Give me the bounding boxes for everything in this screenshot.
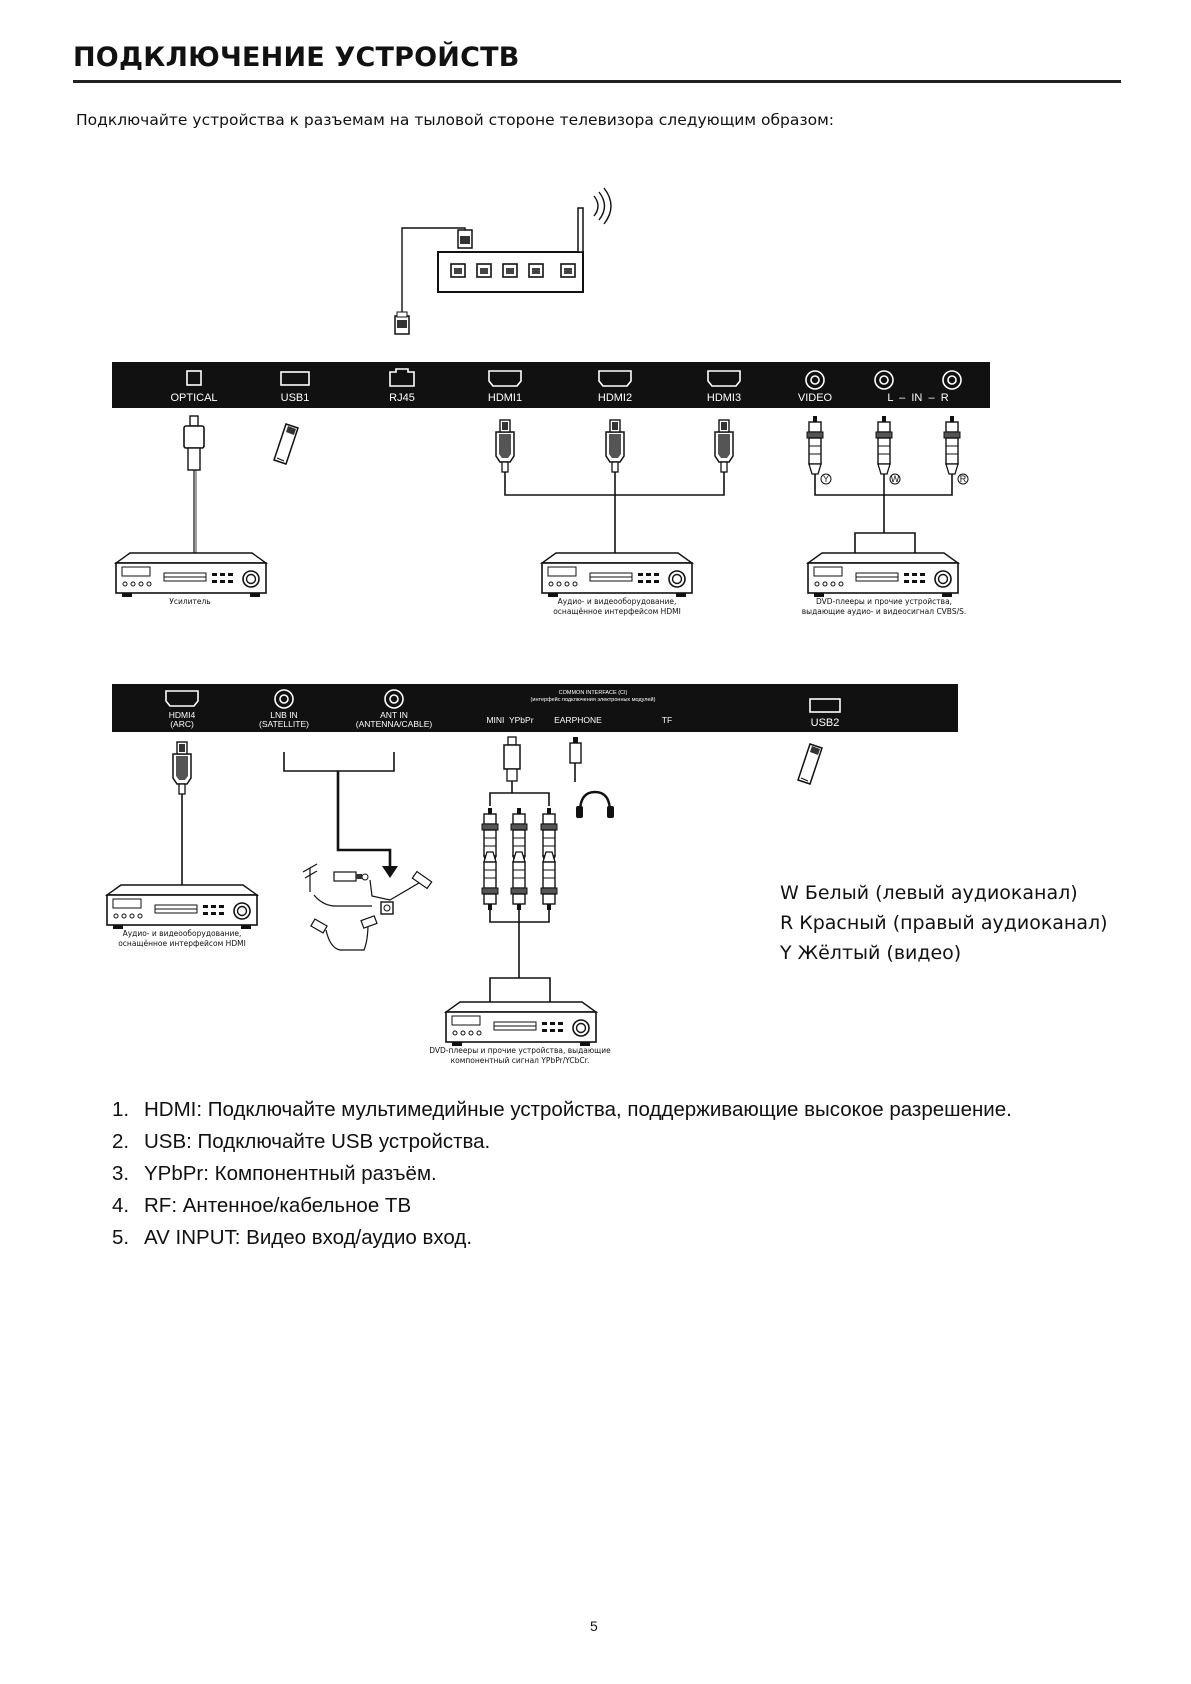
hdmi2-port: HDMI2 — [598, 370, 632, 404]
svg-text:R: R — [960, 474, 967, 484]
svg-text:USB1: USB1 — [281, 392, 310, 404]
legend-item-white: W Белый (левый аудиоканал) — [780, 882, 1078, 904]
dvd-cvbs-label-1: DVD-плееры и прочие устройства, — [816, 597, 952, 606]
usb2-port: USB2 — [809, 698, 841, 729]
list-item: 2.USB: Подключайте USB устройства. — [112, 1130, 491, 1153]
svg-text:HDMI1: HDMI1 — [488, 392, 522, 404]
color-legend: W Белый (левый аудиоканал) R Красный (пр… — [780, 878, 1108, 968]
audio-in-ports: L – IN – R — [874, 370, 962, 404]
tf-slot: TF — [662, 715, 672, 725]
dvd-ypbpr-label-1: DVD-плееры и прочие устройства, выдающие — [429, 1046, 611, 1055]
connector-notes-list: 1.HDMI: Подключайте мультимедийные устро… — [112, 1097, 1012, 1257]
svg-text:VIDEO: VIDEO — [798, 392, 833, 404]
hdmi-device-top-icon — [541, 552, 693, 598]
list-item: 4.RF: Антенное/кабельное ТВ — [112, 1194, 412, 1217]
svg-text:HDMI4: HDMI4 — [169, 710, 196, 720]
hdmi4-cable-icon — [172, 741, 192, 890]
router-icon — [437, 187, 612, 293]
svg-text:RJ45: RJ45 — [389, 392, 415, 404]
rj45-port: RJ45 — [389, 368, 415, 404]
hdmi-device-bottom-label-1: Аудио- и видеооборудование, — [123, 929, 242, 938]
svg-text:Y: Y — [823, 474, 829, 484]
svg-text:W: W — [891, 474, 900, 484]
optical-port: OPTICAL — [170, 370, 218, 404]
rear-panel-top — [112, 362, 990, 408]
hdmi-device-bottom-icon — [106, 884, 258, 930]
svg-text:(ANTENNA/CABLE): (ANTENNA/CABLE) — [356, 719, 433, 729]
usb-stick-icon — [273, 423, 299, 465]
svg-text:OPTICAL: OPTICAL — [170, 392, 217, 404]
usb1-port: USB1 — [280, 371, 310, 404]
hdmi3-port: HDMI3 — [707, 370, 741, 404]
svg-text:COMMON INTERFACE (CI): COMMON INTERFACE (CI) — [559, 690, 628, 696]
svg-text:LNB IN: LNB IN — [270, 710, 297, 720]
plug-marker-w: W — [889, 473, 901, 485]
dvd-ypbpr-device-icon — [445, 1001, 597, 1047]
rear-panel-bottom — [112, 684, 958, 732]
usb-stick-bottom-icon — [797, 743, 823, 785]
svg-text:(SATELLITE): (SATELLITE) — [259, 719, 309, 729]
lnb-in-port: LNB IN (SATELLITE) — [259, 689, 309, 729]
ypbpr-cable-icon — [481, 736, 558, 1002]
dvd-cvbs-label-2: выдающие аудио- и видеосигнал CVBS/S. — [802, 607, 967, 616]
page-number: 5 — [590, 1618, 598, 1634]
list-item: 5.AV INPUT: Видео вход/аудио вход. — [112, 1226, 473, 1249]
page-title: ПОДКЛЮЧЕНИЕ УСТРОЙСТВ — [73, 42, 520, 73]
rca-cables-top — [806, 415, 961, 553]
optical-cable-icon — [183, 415, 205, 553]
headphones-icon — [569, 737, 614, 818]
title-divider — [73, 80, 1121, 83]
svg-text:HDMI2: HDMI2 — [598, 392, 632, 404]
common-interface-slot: COMMON INTERFACE (CI) (интерфейс подключ… — [531, 690, 656, 703]
ethernet-cable-icon — [394, 227, 473, 335]
hdmi-cables-top — [495, 419, 734, 553]
earphone-port: EARPHONE — [554, 715, 602, 725]
amplifier-label: Усилитель — [169, 597, 210, 606]
amplifier-icon — [115, 552, 267, 598]
antenna-wiring — [283, 752, 433, 951]
hdmi4-arc-port: HDMI4 (ARC) — [165, 690, 199, 729]
svg-text:USB2: USB2 — [811, 717, 840, 729]
legend-item-yellow: Y Жёлтый (видео) — [780, 942, 962, 964]
dvd-cvbs-device-icon — [807, 552, 959, 598]
svg-text:(ARC): (ARC) — [170, 719, 194, 729]
list-item: 3.YPbPr: Компонентный разъём. — [112, 1162, 437, 1185]
svg-text:(интерфейс подключения электро: (интерфейс подключения электронных модул… — [531, 696, 656, 703]
list-item: 1.HDMI: Подключайте мультимедийные устро… — [112, 1098, 1012, 1121]
hdmi-device-top-label-2: оснащённое интерфейсом HDMI — [553, 607, 681, 616]
dvd-ypbpr-label-2: компонентный сигнал YPbPr/YCbCr. — [451, 1056, 590, 1065]
intro-text: Подключайте устройства к разъемам на тыл… — [76, 111, 835, 129]
svg-text:ANT IN: ANT IN — [380, 710, 408, 720]
hdmi-device-bottom-label-2: оснащённое интерфейсом HDMI — [118, 939, 246, 948]
svg-text:L – IN – R: L – IN – R — [887, 392, 948, 404]
video-port: VIDEO — [798, 370, 833, 404]
hdmi1-port: HDMI1 — [488, 370, 522, 404]
hdmi-device-top-label-1: Аудио- и видеооборудование, — [558, 597, 677, 606]
plug-marker-r: R — [957, 473, 969, 485]
svg-text:HDMI3: HDMI3 — [707, 392, 741, 404]
ant-in-port: ANT IN (ANTENNA/CABLE) — [356, 689, 433, 729]
mini-ypbpr-port: MINI YPbPr — [486, 715, 533, 725]
plug-marker-y: Y — [820, 473, 832, 485]
legend-item-red: R Красный (правый аудиоканал) — [780, 912, 1108, 934]
